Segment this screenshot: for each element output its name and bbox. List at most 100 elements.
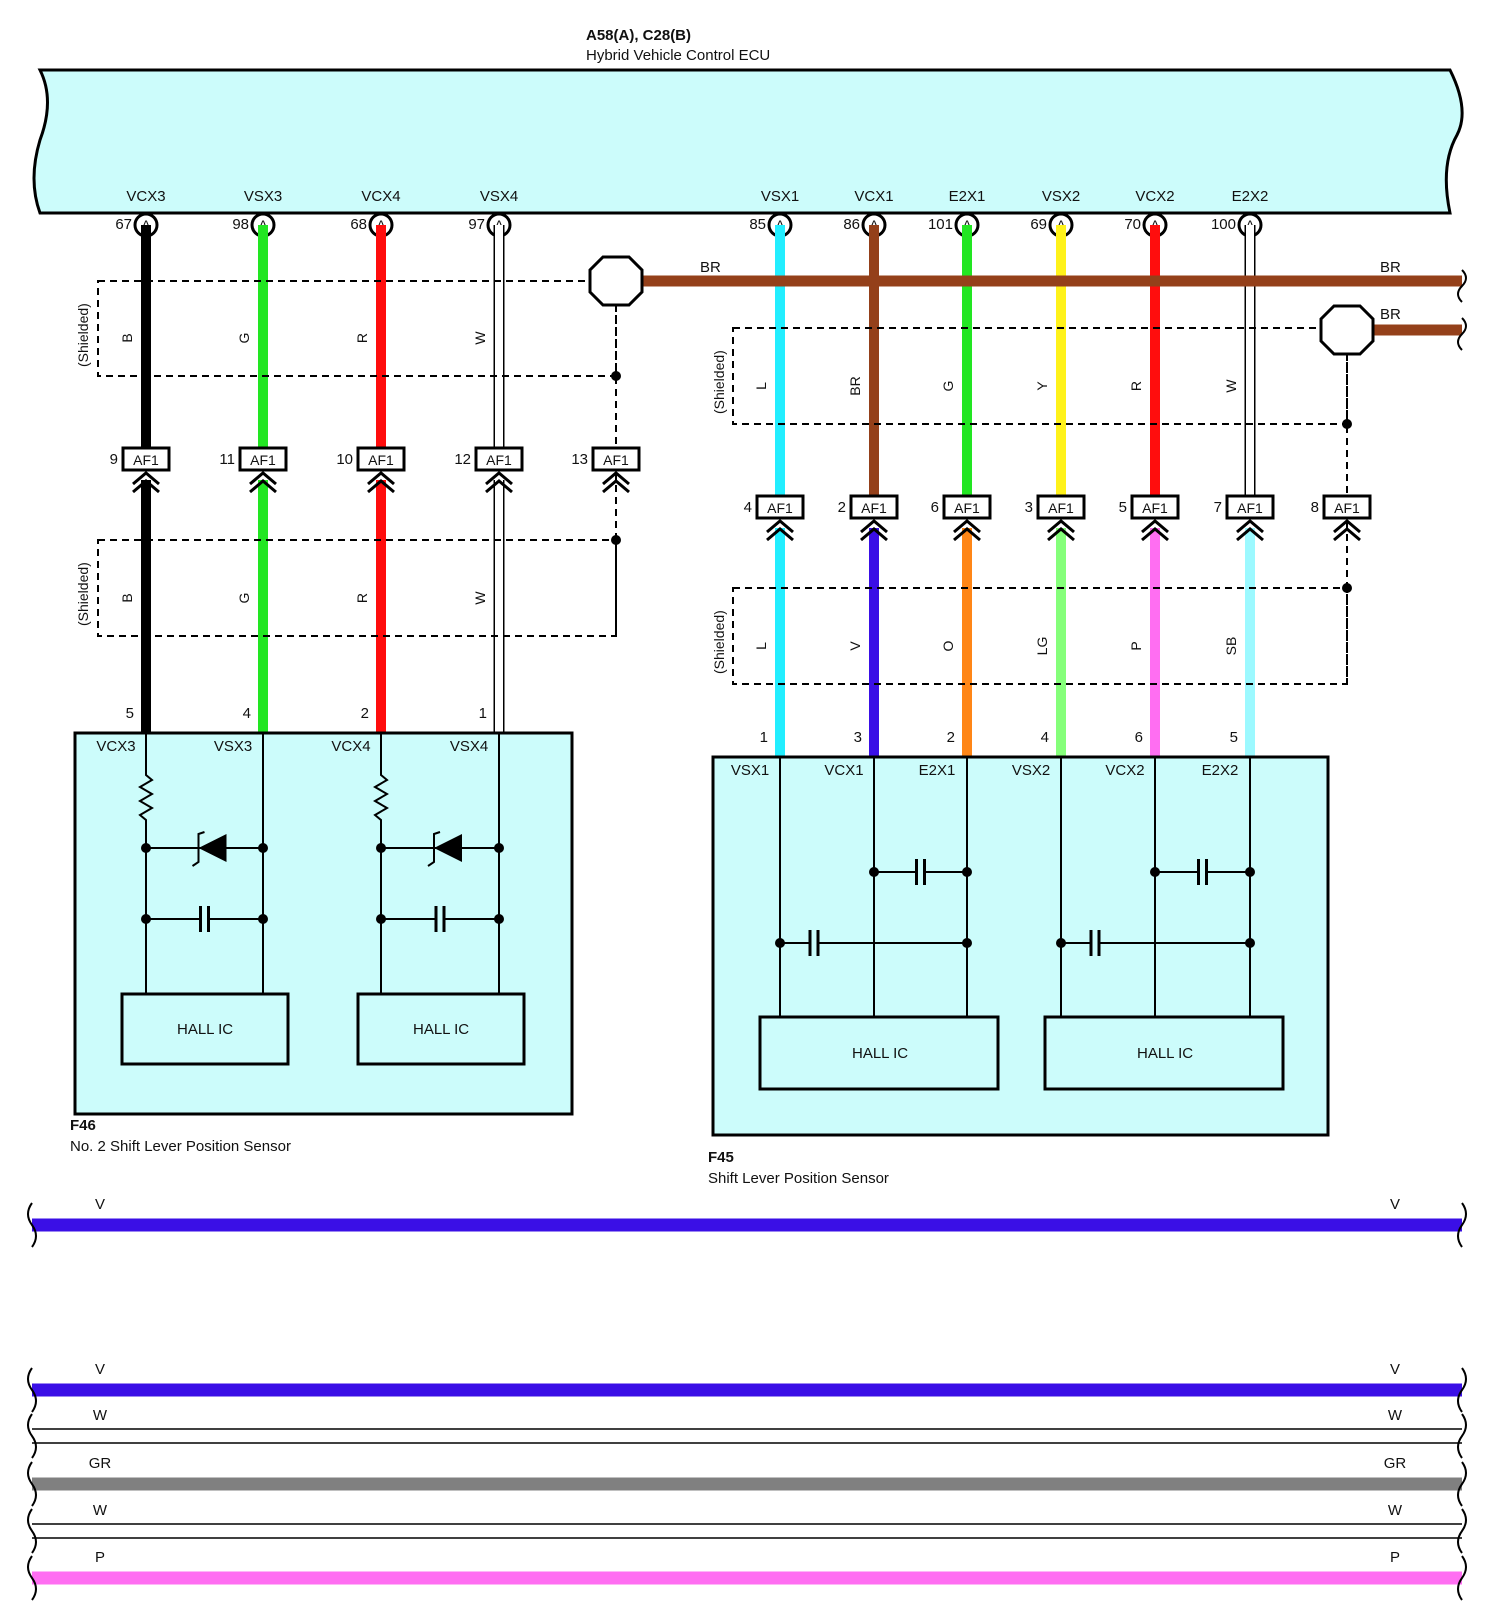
ecu-pin-signal: VCX1 (854, 188, 893, 205)
connector-pin-number: 3 (1025, 499, 1033, 516)
connector-label: AF1 (1334, 500, 1360, 516)
sensor-pin-number: 4 (243, 705, 251, 722)
junction-dot (962, 938, 972, 948)
sensor-pin-number: 1 (760, 729, 768, 746)
bus-break-mark (27, 1202, 37, 1248)
wire-color-label: SB (1223, 637, 1239, 656)
sensor-f45-ref: F45 (708, 1149, 734, 1166)
connector-af1 (238, 446, 288, 472)
connector-pin-number: 10 (336, 451, 353, 468)
bus-break-mark (27, 1555, 37, 1601)
left-lower-shield (97, 539, 617, 637)
bus-label: W (93, 1502, 108, 1519)
connector-chevron (132, 479, 160, 494)
ecu-pin-number: 97 (468, 216, 485, 233)
bus-label: W (1388, 1502, 1403, 1519)
hall-ic-box (1043, 1015, 1285, 1091)
shield-label: (Shielded) (75, 303, 91, 367)
connector-af1 (849, 494, 899, 520)
wire-color-label: LG (1034, 637, 1050, 656)
sensor-pin-number: 5 (126, 705, 134, 722)
ecu-pin-number: 101 (928, 216, 953, 233)
connector-chevron (1333, 519, 1361, 534)
ecu-pin-signal: VCX2 (1135, 188, 1174, 205)
ecu-pin-signal: VSX2 (1042, 188, 1080, 205)
connector-af1 (1225, 494, 1275, 520)
connector-pin-number: 2 (838, 499, 846, 516)
ecu-name: Hybrid Vehicle Control ECU (586, 47, 770, 64)
ecu-pin-signal: VCX4 (361, 188, 400, 205)
bus-break-mark (1457, 1413, 1467, 1459)
bus-break-mark (1457, 1461, 1467, 1507)
connector-chevron (602, 479, 630, 494)
ecu-pin-signal: E2X2 (1232, 188, 1269, 205)
connector-label: AF1 (1048, 500, 1074, 516)
junction-dot (494, 914, 504, 924)
shield-label: (Shielded) (711, 350, 727, 414)
ecu-connector-ref: A58(A), C28(B) (586, 27, 691, 44)
bus-label: V (1390, 1196, 1400, 1213)
sensor-pin-signal: VCX1 (824, 762, 863, 779)
left-upper-shield (97, 280, 617, 377)
connector-pin-number: 4 (744, 499, 752, 516)
junction-dot (141, 843, 151, 853)
wire-color-label: R (1128, 381, 1144, 391)
connector-chevron (602, 471, 630, 486)
wire-color-label: L (753, 382, 769, 390)
junction-dot (1056, 938, 1066, 948)
wire-color-label: O (940, 640, 956, 651)
junction-dot (258, 914, 268, 924)
bus-break-mark (27, 1367, 37, 1413)
sensor-pin-number: 2 (361, 705, 369, 722)
connector-pin-number: 11 (219, 451, 235, 468)
wire-color-label: R (354, 593, 370, 603)
sensor-pin-signal: VSX3 (214, 738, 252, 755)
sensor-pin-number: 2 (947, 729, 955, 746)
connector-label: AF1 (767, 500, 793, 516)
sensor-pin-signal: VSX2 (1012, 762, 1050, 779)
bus-label: P (95, 1549, 105, 1566)
sensor-f45-name: Shift Lever Position Sensor (708, 1170, 889, 1187)
bus-break-mark (1457, 1555, 1467, 1601)
wire-color-label: L (753, 642, 769, 650)
connector-af1 (942, 494, 992, 520)
junction-dot (376, 843, 386, 853)
sensor-f46-name: No. 2 Shift Lever Position Sensor (70, 1138, 291, 1155)
sensor-pin-signal: VCX4 (331, 738, 370, 755)
junction-dot (869, 867, 879, 877)
wire-color-label: G (236, 593, 252, 604)
junction-dot (1245, 867, 1255, 877)
connector-pin-number: 13 (571, 451, 588, 468)
junction-dot (494, 843, 504, 853)
ecu-pin-signal: E2X1 (949, 188, 986, 205)
bus-label: GR (1384, 1455, 1407, 1472)
zener-bar (191, 831, 205, 867)
ground-wire-label: BR (700, 259, 721, 276)
hall-ic-box (356, 992, 526, 1066)
bus-label: W (1388, 1407, 1403, 1424)
ecu-pin-number: 85 (749, 216, 766, 233)
wire-color-label: B (119, 333, 135, 342)
shield-label: (Shielded) (711, 610, 727, 674)
connector-chevron (860, 519, 888, 534)
connector-label: AF1 (486, 452, 512, 468)
sensor-pin-number: 6 (1135, 729, 1143, 746)
ground-wire-label: BR (1380, 259, 1401, 276)
connector-label: AF1 (1237, 500, 1263, 516)
connector-label: AF1 (1142, 500, 1168, 516)
junction-dot (962, 867, 972, 877)
sensor-pin-number: 4 (1041, 729, 1049, 746)
connector-af1 (474, 446, 524, 472)
connector-pin-number: 5 (1119, 499, 1127, 516)
connector-chevron (1141, 527, 1169, 542)
ecu-pin-number: 69 (1030, 216, 1047, 233)
connector-label: AF1 (954, 500, 980, 516)
ecu-body (32, 68, 1464, 215)
connector-label: AF1 (861, 500, 887, 516)
connector-chevron (766, 519, 794, 534)
connector-chevron (953, 519, 981, 534)
wire-color-label: V (847, 641, 863, 651)
